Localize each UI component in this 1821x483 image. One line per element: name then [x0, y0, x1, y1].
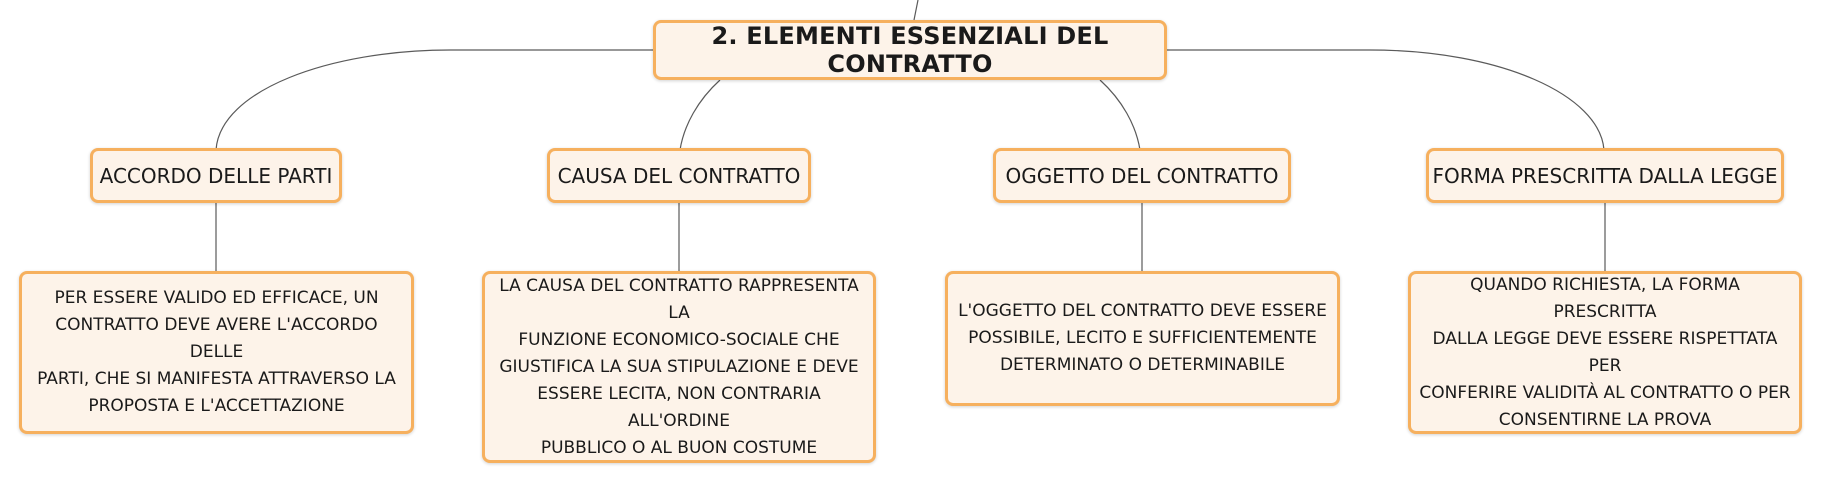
root-node[interactable]: 2. ELEMENTI ESSENZIALI DEL CONTRATTO: [653, 20, 1167, 80]
description-node-causa[interactable]: LA CAUSA DEL CONTRATTO RAPPRESENTA LA FU…: [482, 271, 876, 463]
description-line: LA CAUSA DEL CONTRATTO RAPPRESENTA LA: [499, 275, 859, 323]
root-node-label: 2. ELEMENTI ESSENZIALI DEL CONTRATTO: [711, 22, 1109, 78]
connector-root-oggetto: [1099, 79, 1141, 151]
connector-root-accordo: [215, 49, 654, 151]
branch-node-label: ACCORDO DELLE PARTI: [99, 163, 333, 188]
connector-root-causa: [679, 79, 721, 151]
description-text: QUANDO RICHIESTA, LA FORMA PRESCRITTA DA…: [1417, 272, 1793, 434]
branch-node-accordo-delle-parti[interactable]: ACCORDO DELLE PARTI: [90, 148, 342, 203]
branch-node-label: OGGETTO DEL CONTRATTO: [1005, 163, 1279, 188]
description-line: CONFERIRE VALIDITÀ AL CONTRATTO O PER: [1419, 382, 1791, 403]
description-node-oggetto[interactable]: L'OGGETTO DEL CONTRATTO DEVE ESSERE POSS…: [945, 271, 1340, 406]
connector-root-parent: [913, 0, 919, 21]
description-line: PARTI, CHE SI MANIFESTA ATTRAVERSO LA: [37, 369, 396, 389]
description-node-forma[interactable]: QUANDO RICHIESTA, LA FORMA PRESCRITTA DA…: [1408, 271, 1802, 434]
description-line: FUNZIONE ECONOMICO-SOCIALE CHE: [518, 329, 840, 350]
description-node-accordo[interactable]: PER ESSERE VALIDO ED EFFICACE, UN CONTRA…: [19, 271, 414, 434]
description-line: PUBBLICO O AL BUON COSTUME: [540, 437, 818, 458]
description-line: DALLA LEGGE DEVE ESSERE RISPETTATA PER: [1432, 328, 1778, 376]
description-text: L'OGGETTO DEL CONTRATTO DEVE ESSERE POSS…: [958, 298, 1327, 379]
branch-node-label: FORMA PRESCRITTA DALLA LEGGE: [1432, 163, 1778, 188]
description-line: DETERMINATO O DETERMINABILE: [999, 355, 1286, 375]
description-line: CONSENTIRNE LA PROVA: [1498, 409, 1712, 430]
description-line: CONTRATTO DEVE AVERE L'ACCORDO DELLE: [55, 315, 378, 362]
branch-node-causa-del-contratto[interactable]: CAUSA DEL CONTRATTO: [547, 148, 811, 203]
description-line: PROPOSTA E L'ACCETTAZIONE: [88, 396, 345, 416]
description-line: POSSIBILE, LECITO E SUFFICIENTEMENTE: [968, 328, 1317, 348]
description-line: QUANDO RICHIESTA, LA FORMA PRESCRITTA: [1470, 274, 1740, 322]
connector-root-forma: [1166, 49, 1605, 151]
description-text: LA CAUSA DEL CONTRATTO RAPPRESENTA LA FU…: [491, 273, 867, 462]
branch-node-oggetto-del-contratto[interactable]: OGGETTO DEL CONTRATTO: [993, 148, 1291, 203]
description-line: L'OGGETTO DEL CONTRATTO DEVE ESSERE: [958, 301, 1327, 321]
description-line: ESSERE LECITA, NON CONTRARIA ALL'ORDINE: [537, 383, 821, 431]
description-text: PER ESSERE VALIDO ED EFFICACE, UN CONTRA…: [28, 285, 405, 420]
branch-node-forma-prescritta[interactable]: FORMA PRESCRITTA DALLA LEGGE: [1426, 148, 1784, 203]
description-line: GIUSTIFICA LA SUA STIPULAZIONE E DEVE: [499, 356, 859, 377]
description-line: PER ESSERE VALIDO ED EFFICACE, UN: [54, 288, 379, 308]
branch-node-label: CAUSA DEL CONTRATTO: [557, 163, 801, 188]
